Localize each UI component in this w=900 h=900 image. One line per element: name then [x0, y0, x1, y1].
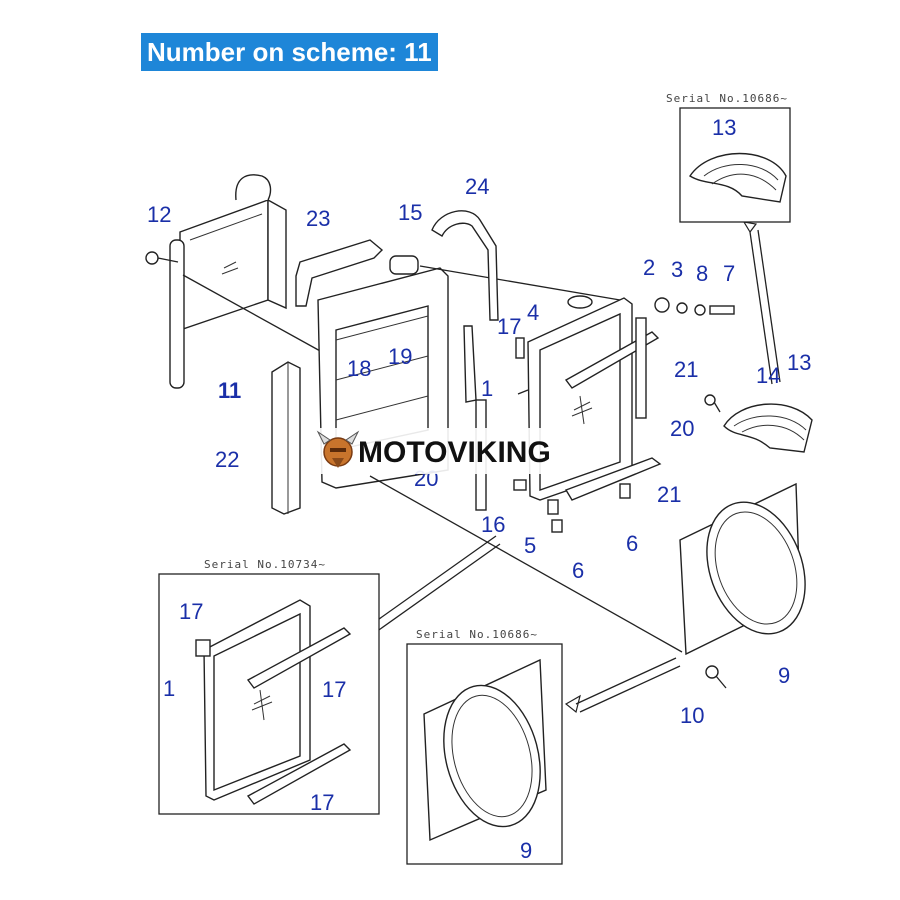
serial-label-bottom-middle: Serial No.10686~: [416, 628, 538, 641]
part-9-fan-shroud: [679, 482, 806, 656]
part-12-bolt: [145, 251, 179, 265]
label-21-lower: 21: [657, 482, 681, 507]
part-2-grommet: [654, 297, 670, 313]
viking-logo-icon: [316, 430, 360, 468]
watermark-brand-text: MOTOVIKING: [358, 436, 551, 469]
part-23-hose: [295, 239, 384, 307]
part-21-seal-lower: [564, 457, 662, 501]
inset-label-17-top: 17: [179, 599, 203, 624]
inset-label-17-bottom: 17: [310, 790, 334, 815]
label-6-left: 6: [572, 558, 584, 583]
label-3: 3: [671, 257, 683, 282]
part-5-fitting: [547, 499, 559, 515]
label-18: 18: [347, 356, 371, 381]
label-22: 22: [215, 447, 239, 472]
part-8-washer: [694, 304, 706, 316]
label-2: 2: [643, 255, 655, 280]
label-24: 24: [465, 174, 489, 199]
part-3-spacer: [676, 302, 688, 314]
part-10-bolt: [705, 665, 727, 689]
arrow-to-shroud-inset: [564, 694, 581, 714]
serial-label-bottom-left: Serial No.10734~: [204, 558, 326, 571]
label-20-right: 20: [670, 416, 694, 441]
label-10: 10: [680, 703, 704, 728]
label-5: 5: [524, 533, 536, 558]
label-11: 11: [218, 378, 241, 403]
part-13-fan-guard: [723, 403, 813, 453]
part-22-seal-bar: [271, 361, 301, 515]
label-13-inset: 13: [712, 115, 736, 140]
scheme-number-banner: Number on scheme: 11: [141, 33, 438, 71]
label-12: 12: [147, 202, 171, 227]
label-15: 15: [398, 200, 422, 225]
inset-label-17-mid: 17: [322, 677, 346, 702]
part-21-seal-upper: [564, 331, 660, 389]
part-7-bolt: [709, 305, 735, 315]
label-6-right: 6: [626, 531, 638, 556]
inset-label-1: 1: [163, 676, 175, 701]
part-11-radiator-core: [169, 174, 323, 389]
part-6-cushion-b: [619, 483, 631, 499]
label-7: 7: [723, 261, 735, 286]
label-9-inset: 9: [520, 838, 532, 863]
label-4: 4: [527, 300, 539, 325]
label-14: 14: [756, 363, 780, 388]
part-20-seal-side: [635, 317, 647, 419]
serial-label-top-right: Serial No.10686~: [666, 92, 788, 105]
watermark: MOTOVIKING: [316, 428, 584, 474]
part-4-cap: [567, 295, 593, 309]
label-13-main: 13: [787, 350, 811, 375]
part-6-cushion-a: [551, 519, 563, 533]
label-8: 8: [696, 261, 708, 286]
arrow-up-to-inset: [742, 221, 758, 234]
label-9-main: 9: [778, 663, 790, 688]
label-23: 23: [306, 206, 330, 231]
part-17-bracket: [515, 337, 525, 359]
inset-top-right-fan-guard: [679, 107, 791, 223]
label-19: 19: [388, 344, 412, 369]
part-14-bolt: [704, 394, 721, 413]
label-16: 16: [481, 512, 505, 537]
inset-bottom-middle-shroud: [406, 643, 563, 865]
label-1: 1: [481, 376, 493, 401]
inset-bottom-left-radiator: [158, 573, 380, 815]
leader-line: [369, 475, 683, 653]
label-17: 17: [497, 314, 521, 339]
label-21-upper: 21: [674, 357, 698, 382]
